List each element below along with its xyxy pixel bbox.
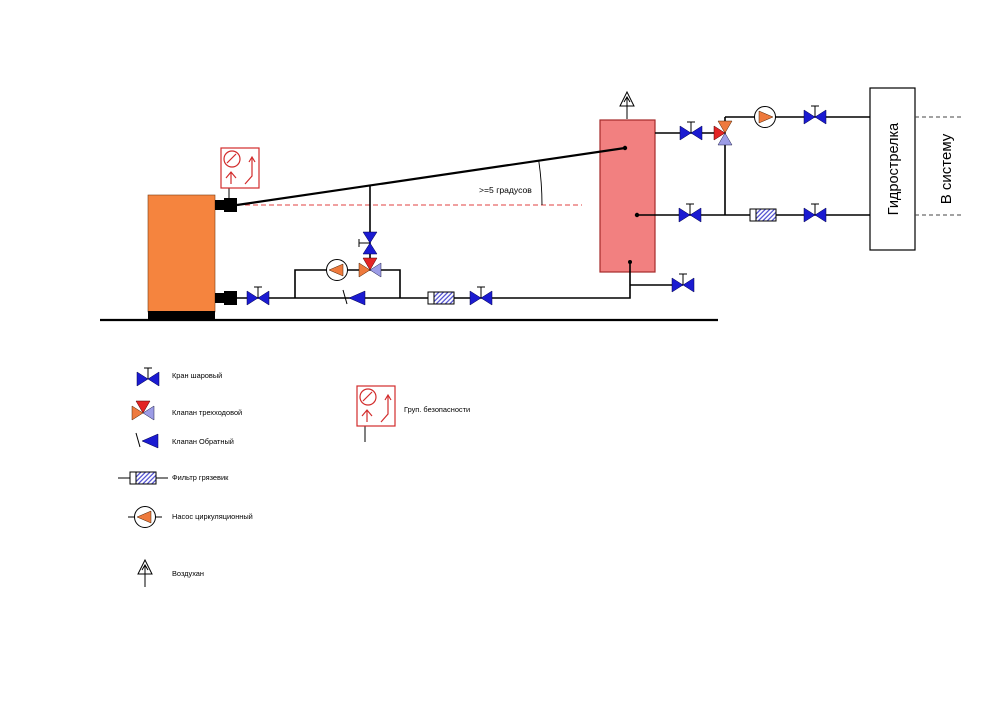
- ball-valve-icon: [469, 286, 493, 306]
- legend-item-safety-group: Груп. безопасности: [356, 385, 470, 443]
- boiler-return-connector: [215, 291, 237, 305]
- tank-bottom-port: [628, 260, 632, 264]
- legend-item-air-vent: Воздухан: [137, 559, 204, 588]
- hydro-separator-label: Гидрострелка: [886, 122, 902, 215]
- boiler-base: [148, 311, 215, 319]
- legend-item-ball-valve: Кран шаровый: [136, 367, 222, 387]
- ball-valve-icon: [803, 203, 827, 223]
- three-way-valve-icon: [713, 120, 733, 146]
- three-way-valve-icon: [358, 257, 382, 278]
- ball-valve-icon: [246, 286, 270, 306]
- legend-label: Воздухан: [172, 569, 204, 578]
- three-way-valve-icon: [131, 400, 155, 421]
- legend-label: Клапан Обратный: [172, 437, 234, 446]
- ball-valve-icon: [136, 367, 160, 387]
- tank-return-port: [634, 212, 640, 218]
- bypass-loop-upper: [294, 269, 401, 298]
- ball-valve-icon: [803, 105, 827, 125]
- ball-valve-icon: [358, 231, 378, 255]
- strainer-filter-icon: [749, 208, 777, 222]
- circulation-pump-icon: [754, 106, 776, 128]
- hydraulic-separator: [869, 87, 916, 251]
- ball-valve-icon: [671, 273, 695, 293]
- boiler-supply-connector: [215, 198, 237, 212]
- angle-arc: [538, 160, 543, 206]
- ball-valve-icon: [678, 203, 702, 223]
- check-valve-icon: [135, 432, 159, 449]
- circulation-pump-icon: [326, 259, 348, 281]
- legend-item-three-way-valve: Клапан трехходовой: [131, 400, 242, 421]
- legend-label: Кран шаровый: [172, 371, 222, 380]
- legend-item-filter: Фильтр грязевик: [118, 471, 229, 485]
- legend-item-pump: Насос циркуляционный: [128, 506, 253, 528]
- strainer-filter-icon: [427, 291, 455, 305]
- legend-label: Груп. безопасности: [404, 405, 470, 414]
- air-vent-icon: [137, 559, 153, 588]
- angle-label: >=5 градусов: [479, 185, 532, 195]
- supply-pipe: [236, 146, 626, 207]
- safety-group-icon: [356, 385, 396, 443]
- legend: Кран шаровый Клапан трехходовой Клапан О…: [118, 367, 470, 588]
- circulation-pump-icon: [134, 506, 156, 528]
- to-system-label: В систему: [938, 133, 955, 204]
- legend-label: Фильтр грязевик: [172, 473, 229, 482]
- tank-supply-port: [622, 145, 628, 151]
- air-vent-icon: [619, 91, 635, 120]
- boiler: [147, 194, 216, 319]
- legend-item-check-valve: Клапан Обратный: [135, 432, 234, 449]
- buffer-tank: [599, 119, 656, 273]
- safety-group-icon: [220, 147, 260, 205]
- legend-label: Клапан трехходовой: [172, 408, 242, 417]
- legend-label: Насос циркуляционный: [172, 512, 253, 521]
- ball-valve-icon: [679, 121, 703, 141]
- strainer-filter-icon: [129, 471, 157, 485]
